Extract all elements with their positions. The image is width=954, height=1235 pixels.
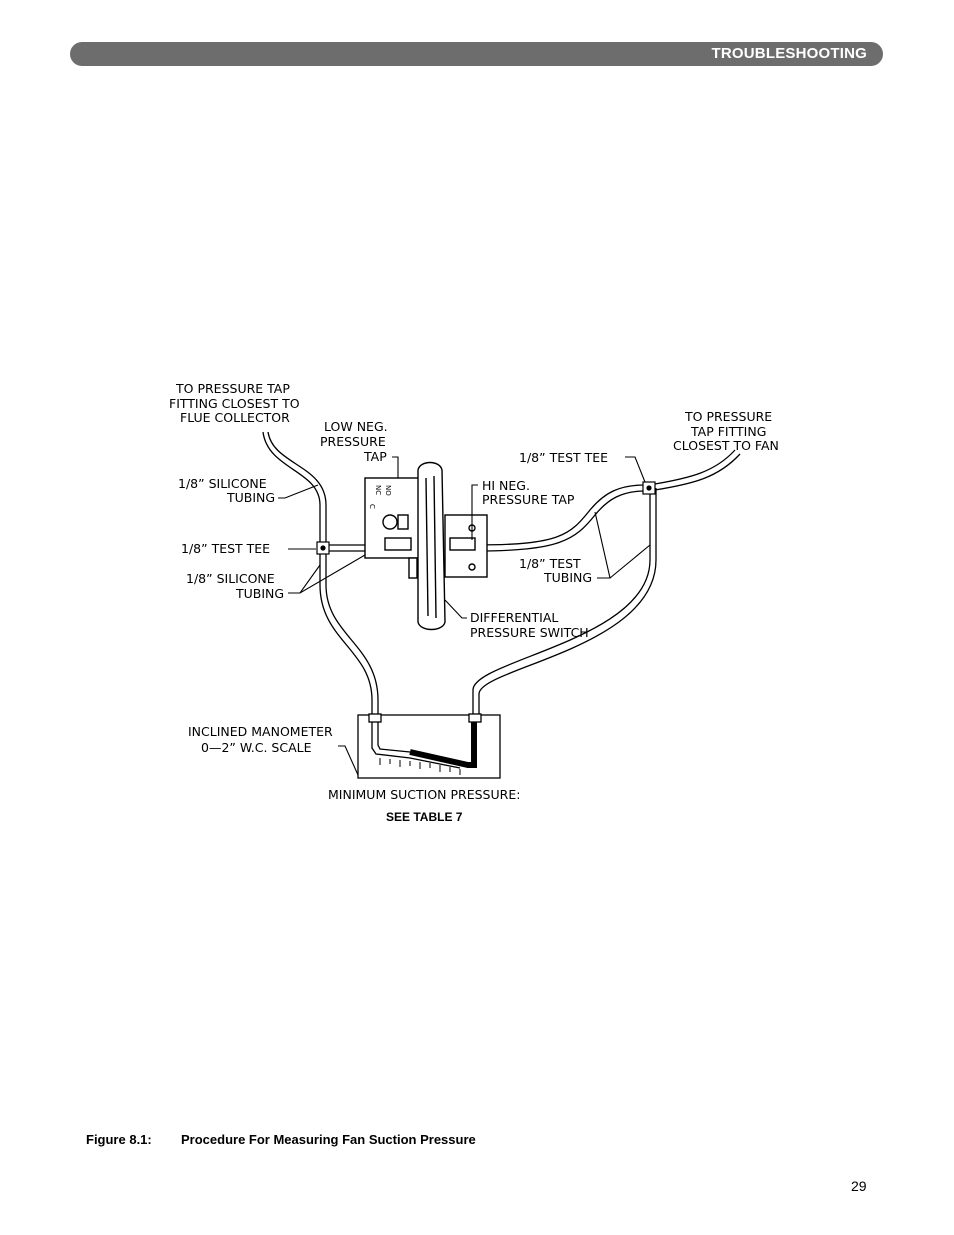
figure-caption-label: Figure 8.1: [86, 1132, 152, 1147]
label-test-tee-left: 1/8” TEST TEE [181, 541, 270, 556]
switch-terminal-no: NO [384, 485, 392, 496]
label-to-flue-3: FLUE COLLECTOR [180, 410, 290, 425]
label-to-flue-2: FITTING CLOSEST TO [169, 396, 300, 411]
label-to-fan-2: TAP FITTING [690, 424, 766, 439]
tubing-right-lower [472, 488, 657, 720]
label-silicone-bot-2: TUBING [235, 586, 284, 601]
switch-terminal-nc: NC [374, 485, 382, 495]
tubing-left-upper [262, 431, 327, 545]
label-to-flue-1: TO PRESSURE TAP [175, 381, 290, 396]
label-silicone-top-2: TUBING [226, 490, 275, 505]
label-manometer-1: INCLINED MANOMETER [188, 724, 333, 739]
label-test-tubing-2: TUBING [543, 570, 592, 585]
tubing-left-lower [319, 554, 379, 720]
figure-caption-text: Procedure For Measuring Fan Suction Pres… [181, 1132, 476, 1147]
label-test-tee-right: 1/8” TEST TEE [519, 450, 608, 465]
test-tee-right [642, 481, 656, 495]
differential-pressure-switch [364, 461, 488, 631]
label-diff-switch-1: DIFFERENTIAL [470, 610, 558, 625]
label-to-fan-3: CLOSEST TO FAN [673, 438, 779, 453]
leader-lines [278, 456, 651, 776]
label-test-tubing-1: 1/8” TEST [519, 556, 581, 571]
label-low-neg-3: TAP [363, 449, 387, 464]
page-number: 29 [851, 1178, 867, 1194]
test-tee-left [316, 541, 330, 555]
label-silicone-bot-1: 1/8” SILICONE [186, 571, 275, 586]
label-min-suction: MINIMUM SUCTION PRESSURE: [328, 787, 520, 802]
label-silicone-top-1: 1/8” SILICONE [178, 476, 267, 491]
label-hi-neg-2: PRESSURE TAP [482, 492, 575, 507]
label-hi-neg-1: HI NEG. [482, 478, 530, 493]
label-low-neg-2: PRESSURE [320, 434, 386, 449]
label-low-neg-1: LOW NEG. [324, 419, 388, 434]
switch-terminal-c: C [368, 504, 376, 509]
see-table-note: SEE TABLE 7 [386, 810, 463, 824]
section-header-bar: TROUBLESHOOTING [70, 42, 883, 66]
figure-caption: Figure 8.1: Procedure For Measuring Fan S… [86, 1132, 476, 1147]
section-title: TROUBLESHOOTING [711, 45, 867, 62]
label-to-fan-1: TO PRESSURE [684, 409, 772, 424]
tubing-to-fan [654, 449, 741, 491]
inclined-manometer [357, 713, 501, 779]
tubing-hi-to-tee [474, 484, 646, 552]
label-diff-switch-2: PRESSURE SWITCH [470, 625, 589, 640]
label-manometer-2: 0—2” W.C. SCALE [201, 740, 312, 755]
